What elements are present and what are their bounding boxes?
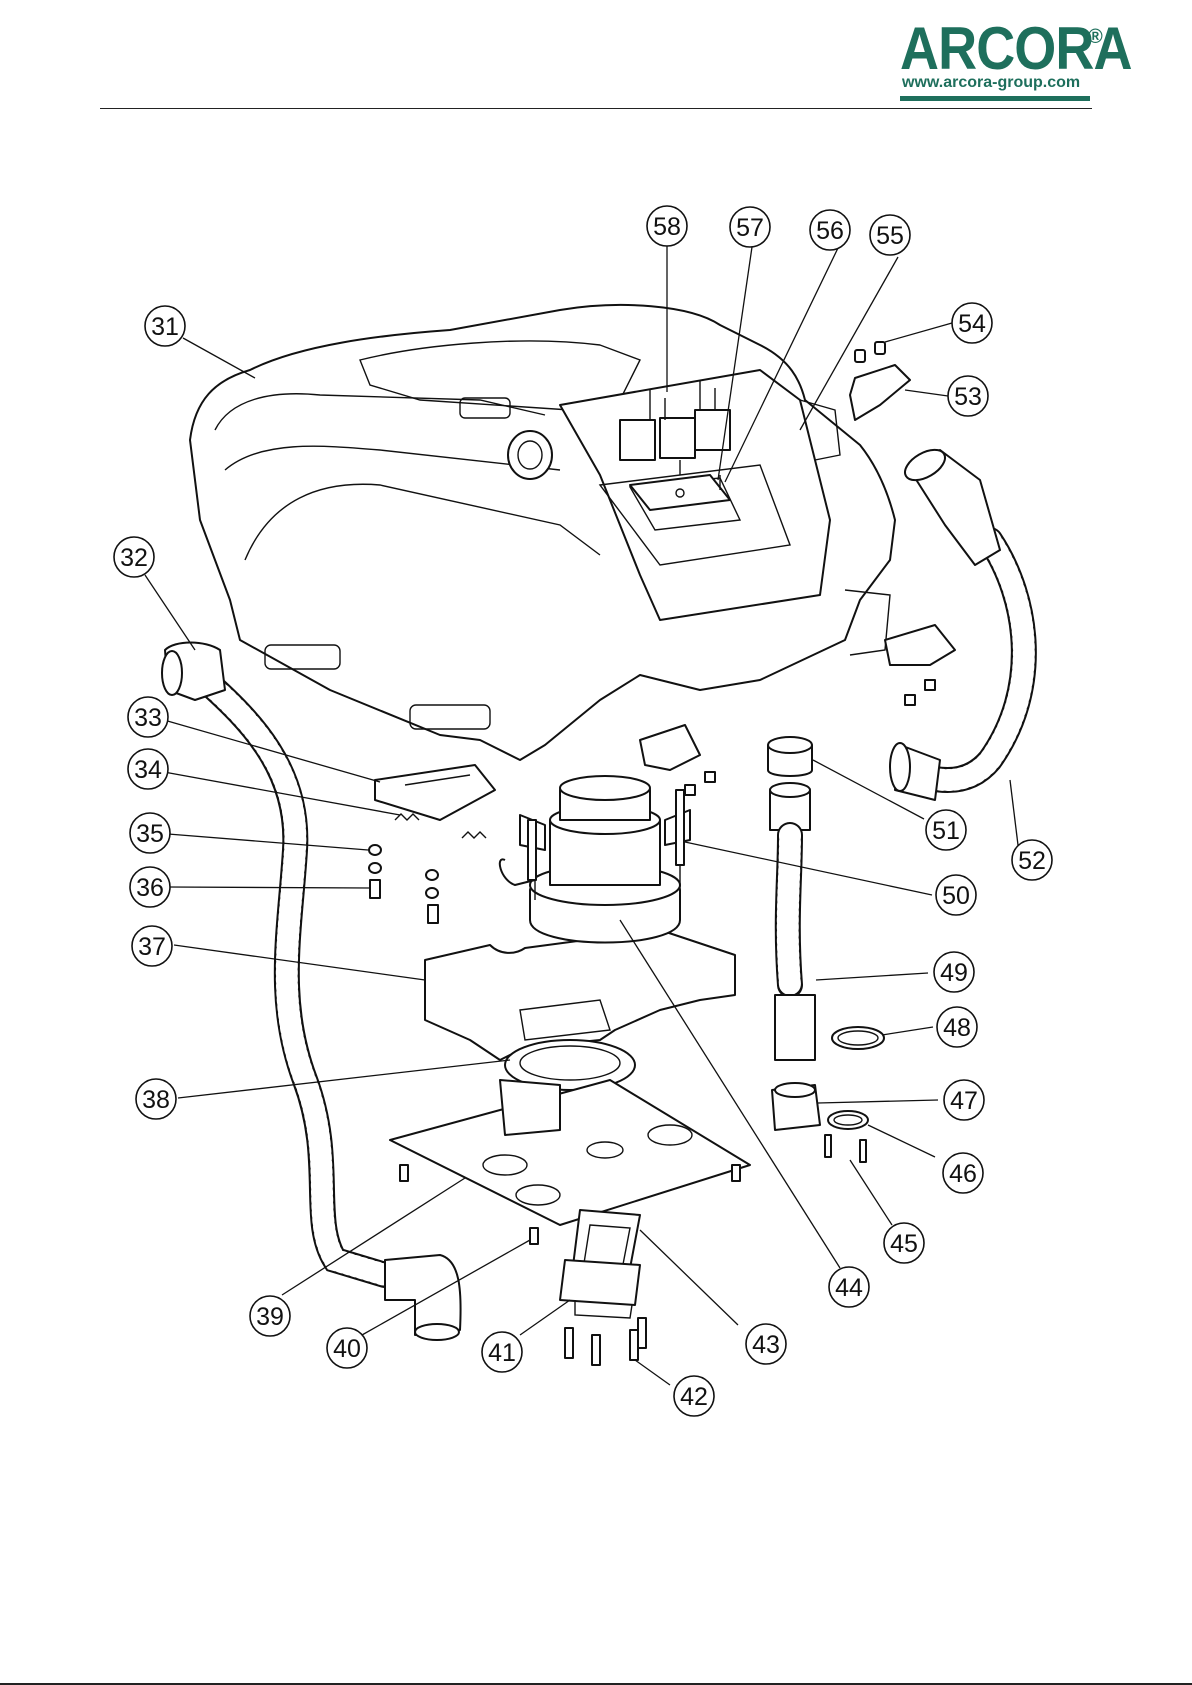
callout-38: 38 xyxy=(136,1079,176,1119)
svg-text:33: 33 xyxy=(134,704,162,732)
svg-text:50: 50 xyxy=(942,882,970,910)
svg-text:54: 54 xyxy=(958,310,986,338)
callout-33: 33 xyxy=(128,697,168,737)
part-53-hose-clip xyxy=(850,365,910,420)
callout-47: 47 xyxy=(944,1080,984,1120)
part-31-recovery-tank xyxy=(190,305,895,760)
svg-text:43: 43 xyxy=(752,1331,780,1359)
callout-50: 50 xyxy=(936,875,976,915)
part-47-outlet-fitting xyxy=(772,1083,820,1130)
callout-35: 35 xyxy=(130,813,170,853)
callout-36: 36 xyxy=(130,867,170,907)
callout-37: 37 xyxy=(132,926,172,966)
svg-text:47: 47 xyxy=(950,1087,978,1115)
part-40-elbow xyxy=(385,1255,461,1340)
part-46-o-ring xyxy=(828,1111,868,1129)
svg-text:44: 44 xyxy=(835,1274,863,1302)
svg-text:40: 40 xyxy=(333,1335,361,1363)
part-51-coupling xyxy=(768,737,812,776)
callout-41: 41 xyxy=(482,1332,522,1372)
svg-text:39: 39 xyxy=(256,1303,284,1331)
callout-48: 48 xyxy=(937,1007,977,1047)
part-33-bracket-plate xyxy=(375,765,495,820)
svg-text:45: 45 xyxy=(890,1230,918,1258)
svg-text:51: 51 xyxy=(932,817,960,845)
callout-39: 39 xyxy=(250,1296,290,1336)
svg-text:32: 32 xyxy=(120,544,148,572)
svg-text:49: 49 xyxy=(940,959,968,987)
callout-55: 55 xyxy=(870,215,910,255)
callout-46: 46 xyxy=(943,1153,983,1193)
svg-text:35: 35 xyxy=(136,820,164,848)
callout-43: 43 xyxy=(746,1324,786,1364)
svg-text:57: 57 xyxy=(736,214,764,242)
svg-text:46: 46 xyxy=(949,1160,977,1188)
part-bracket-center xyxy=(640,725,715,795)
part-49-flex-hose xyxy=(770,783,815,1060)
svg-text:31: 31 xyxy=(151,313,179,341)
callout-58: 58 xyxy=(647,206,687,246)
svg-text:55: 55 xyxy=(876,222,904,250)
part-41-switch-housing xyxy=(560,1260,640,1318)
part-48-hose-clamp xyxy=(832,1027,884,1049)
callout-52: 52 xyxy=(1012,840,1052,880)
svg-text:34: 34 xyxy=(134,756,162,784)
callout-34: 34 xyxy=(128,749,168,789)
svg-text:38: 38 xyxy=(142,1086,170,1114)
svg-text:53: 53 xyxy=(954,383,982,411)
callout-49: 49 xyxy=(934,952,974,992)
callout-40: 40 xyxy=(327,1328,367,1368)
callout-44: 44 xyxy=(829,1267,869,1307)
part-42-screws xyxy=(565,1318,646,1365)
part-36-bolts xyxy=(370,880,438,923)
svg-text:37: 37 xyxy=(138,933,166,961)
callout-54: 54 xyxy=(952,303,992,343)
callout-32: 32 xyxy=(114,537,154,577)
svg-text:36: 36 xyxy=(136,874,164,902)
svg-text:42: 42 xyxy=(680,1383,708,1411)
callout-51: 51 xyxy=(926,810,966,850)
callout-42: 42 xyxy=(674,1376,714,1416)
callout-45: 45 xyxy=(884,1223,924,1263)
svg-text:48: 48 xyxy=(943,1014,971,1042)
svg-text:56: 56 xyxy=(816,217,844,245)
callout-31: 31 xyxy=(145,306,185,346)
part-54-screws xyxy=(855,342,885,362)
part-52-drain-hose xyxy=(890,444,1024,800)
callout-57: 57 xyxy=(730,207,770,247)
svg-text:58: 58 xyxy=(653,213,681,241)
svg-text:52: 52 xyxy=(1018,847,1046,875)
part-45-screws xyxy=(825,1135,866,1162)
part-39-base-plate xyxy=(390,1080,750,1244)
callout-53: 53 xyxy=(948,376,988,416)
callout-56: 56 xyxy=(810,210,850,250)
part-bracket-right xyxy=(885,625,955,705)
svg-text:41: 41 xyxy=(488,1339,516,1367)
